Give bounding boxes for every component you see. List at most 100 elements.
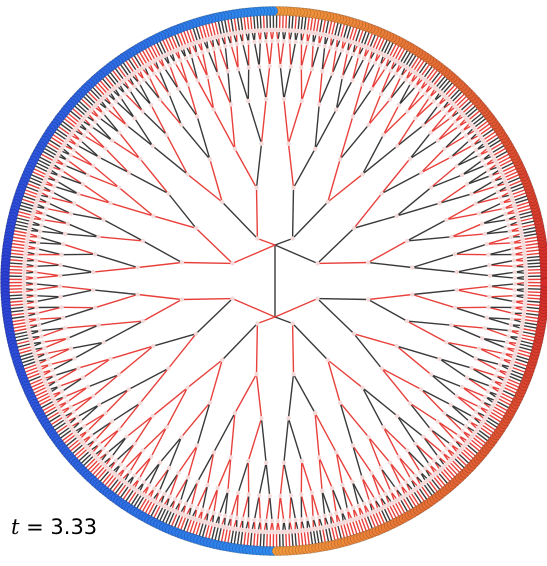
internal-node: [132, 441, 137, 446]
internal-node: [234, 515, 240, 521]
internal-node: [101, 111, 106, 116]
tree-edge: [486, 236, 512, 245]
tree-edge: [430, 174, 463, 189]
internal-node: [61, 315, 66, 320]
internal-node: [126, 387, 131, 392]
internal-node: [504, 340, 510, 345]
internal-node: [38, 328, 43, 333]
internal-node: [444, 446, 449, 451]
internal-node: [473, 201, 478, 206]
internal-node: [200, 50, 205, 55]
internal-node: [47, 195, 53, 200]
internal-node: [398, 74, 404, 79]
tree-edge: [488, 264, 516, 267]
internal-node: [281, 518, 286, 523]
internal-node: [325, 199, 330, 205]
tree-edge: [97, 320, 144, 326]
tree-edge: [76, 404, 100, 418]
internal-node: [110, 419, 115, 424]
internal-node: [135, 292, 140, 297]
tree-edge: [283, 65, 292, 100]
tree-edge: [406, 89, 421, 113]
tree-edge: [367, 240, 408, 264]
tree-edge: [422, 104, 439, 127]
internal-node: [410, 265, 415, 270]
tree-edge: [301, 460, 313, 494]
tree-edge: [414, 443, 431, 466]
internal-node: [512, 287, 517, 292]
internal-node: [317, 102, 322, 107]
internal-node: [280, 529, 285, 535]
internal-node: [206, 509, 211, 514]
tree-edge: [124, 449, 144, 470]
internal-node: [474, 409, 479, 415]
tree-edge: [236, 43, 239, 70]
tree-edge: [488, 259, 515, 266]
tree-edge: [341, 484, 349, 511]
internal-node: [350, 505, 356, 511]
internal-node: [36, 322, 42, 328]
tree-edge: [143, 79, 161, 101]
internal-node: [485, 389, 491, 394]
tree-edge: [484, 327, 511, 332]
internal-node: [252, 39, 257, 45]
internal-node: [325, 357, 330, 363]
internal-node: [228, 514, 234, 520]
internal-node: [68, 152, 73, 158]
internal-node: [523, 283, 529, 288]
internal-node: [322, 513, 327, 518]
internal-node: [413, 116, 418, 121]
internal-node: [38, 229, 43, 234]
internal-node: [404, 238, 410, 244]
tree-edge: [241, 42, 250, 69]
internal-nodes: [21, 27, 529, 535]
tree-edge: [455, 154, 480, 167]
internal-node: [223, 44, 228, 49]
tree-edge: [290, 494, 297, 521]
internal-node: [194, 505, 200, 511]
internal-node: [523, 280, 529, 285]
internal-node: [33, 264, 38, 269]
time-value: 3.33: [50, 515, 98, 539]
tree-edge: [411, 253, 456, 269]
tree-edge: [231, 297, 276, 318]
internal-node: [281, 39, 286, 44]
internal-node: [141, 77, 147, 83]
internal-node: [91, 287, 96, 293]
internal-node: [278, 493, 283, 499]
internal-node: [22, 268, 27, 273]
internal-node: [452, 437, 457, 443]
tree-edge: [409, 402, 432, 430]
tree-edge: [287, 373, 295, 419]
internal-node: [484, 242, 489, 247]
internal-node: [101, 340, 106, 345]
tree-edge: [382, 104, 400, 136]
tree-edge: [207, 49, 219, 75]
tree-edge: [314, 103, 320, 150]
internal-node: [476, 211, 482, 216]
tree-edge: [180, 402, 211, 438]
tree-edge: [474, 357, 499, 371]
internal-node: [483, 163, 488, 168]
internal-node: [97, 155, 102, 160]
tree-edge: [118, 186, 155, 217]
tree-edge: [461, 386, 486, 398]
tree-edge: [274, 316, 294, 325]
internal-node: [206, 48, 211, 53]
tree-edge: [51, 357, 76, 371]
internal-node: [477, 404, 482, 410]
internal-node: [428, 372, 434, 377]
tree-edge: [150, 104, 168, 136]
internal-node: [493, 184, 498, 189]
internal-node: [110, 138, 115, 143]
internal-node: [59, 389, 65, 394]
internal-node: [103, 411, 108, 416]
tree-edge: [94, 293, 139, 309]
internal-node: [194, 51, 200, 57]
internal-node: [62, 163, 67, 168]
tree-edge: [352, 83, 363, 118]
tree-edge: [179, 59, 189, 86]
internal-node: [482, 231, 487, 237]
tree-edge: [335, 451, 354, 483]
tree-edge: [224, 490, 229, 517]
